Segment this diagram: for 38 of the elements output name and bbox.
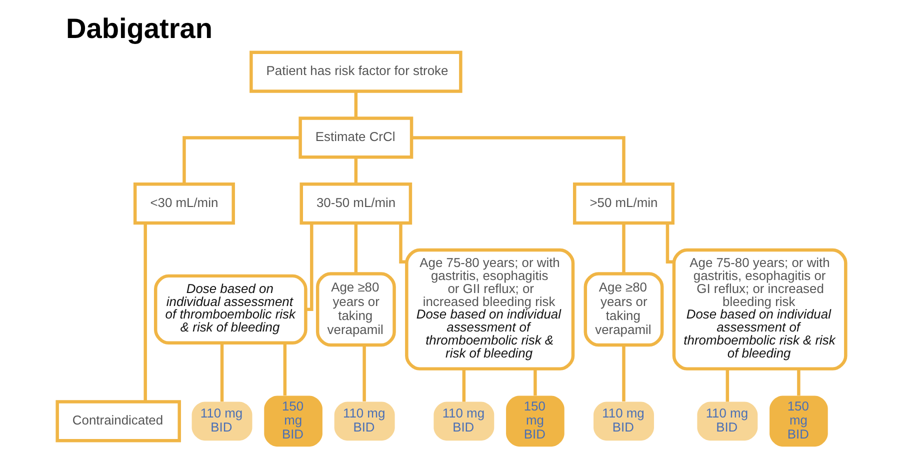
node-box: 150 mg BID [506, 396, 564, 447]
connector [411, 136, 625, 184]
connector [622, 223, 625, 274]
node-box: Age 75-80 years; or with gastritis, esophagitis or GI reflux; or increased bleeding risk Dose based on individual assessment of thromboembolic risk & risk of bleeding [672, 248, 847, 370]
node-box: 110 mg BID [696, 402, 758, 441]
connector [182, 136, 300, 184]
node-box: 110 mg BID [433, 402, 494, 441]
connector [305, 223, 313, 312]
connector [665, 223, 674, 264]
node-box: 150 mg BID [769, 396, 828, 447]
node-box: 110 mg BID [334, 402, 394, 441]
connector [462, 368, 466, 402]
node-box: Age 75-80 years; or with gastritis, esophagitis or GII reflux; or increased bleeding risk Dose based on individual assessment of thromboembolic risk & risk of bleeding [404, 248, 574, 370]
node-box: 150 mg BID [264, 396, 322, 447]
node-box: 30-50 mL/min [299, 182, 412, 225]
node-box: Dose based on individual assessment of thromboembolic risk & risk of bleeding [153, 274, 307, 345]
diagram-title: Dabigatran [65, 13, 212, 44]
node-box: 110 mg BID [593, 402, 654, 441]
node-box: Age ≥80 years or taking verapamil [583, 272, 664, 347]
connector [533, 368, 536, 396]
node-box: Estimate CrCl [298, 116, 413, 159]
connector [282, 342, 286, 396]
node-box: Contraindicated [55, 400, 180, 442]
node-box: Age ≥80 years or taking verapamil [315, 272, 396, 347]
node-box: >50 mL/min [572, 182, 674, 225]
connector [796, 368, 800, 396]
connector [398, 223, 406, 264]
connector [354, 223, 358, 274]
node-box: Patient has risk factor for stroke [249, 50, 462, 93]
node-box: 110 mg BID [191, 402, 252, 441]
node-box: <30 mL/min [132, 182, 234, 225]
connector [220, 342, 224, 402]
connector [362, 345, 366, 402]
connector [725, 368, 729, 402]
connector [354, 157, 358, 184]
connector [354, 92, 358, 118]
connector [143, 223, 146, 402]
connector [622, 345, 625, 402]
